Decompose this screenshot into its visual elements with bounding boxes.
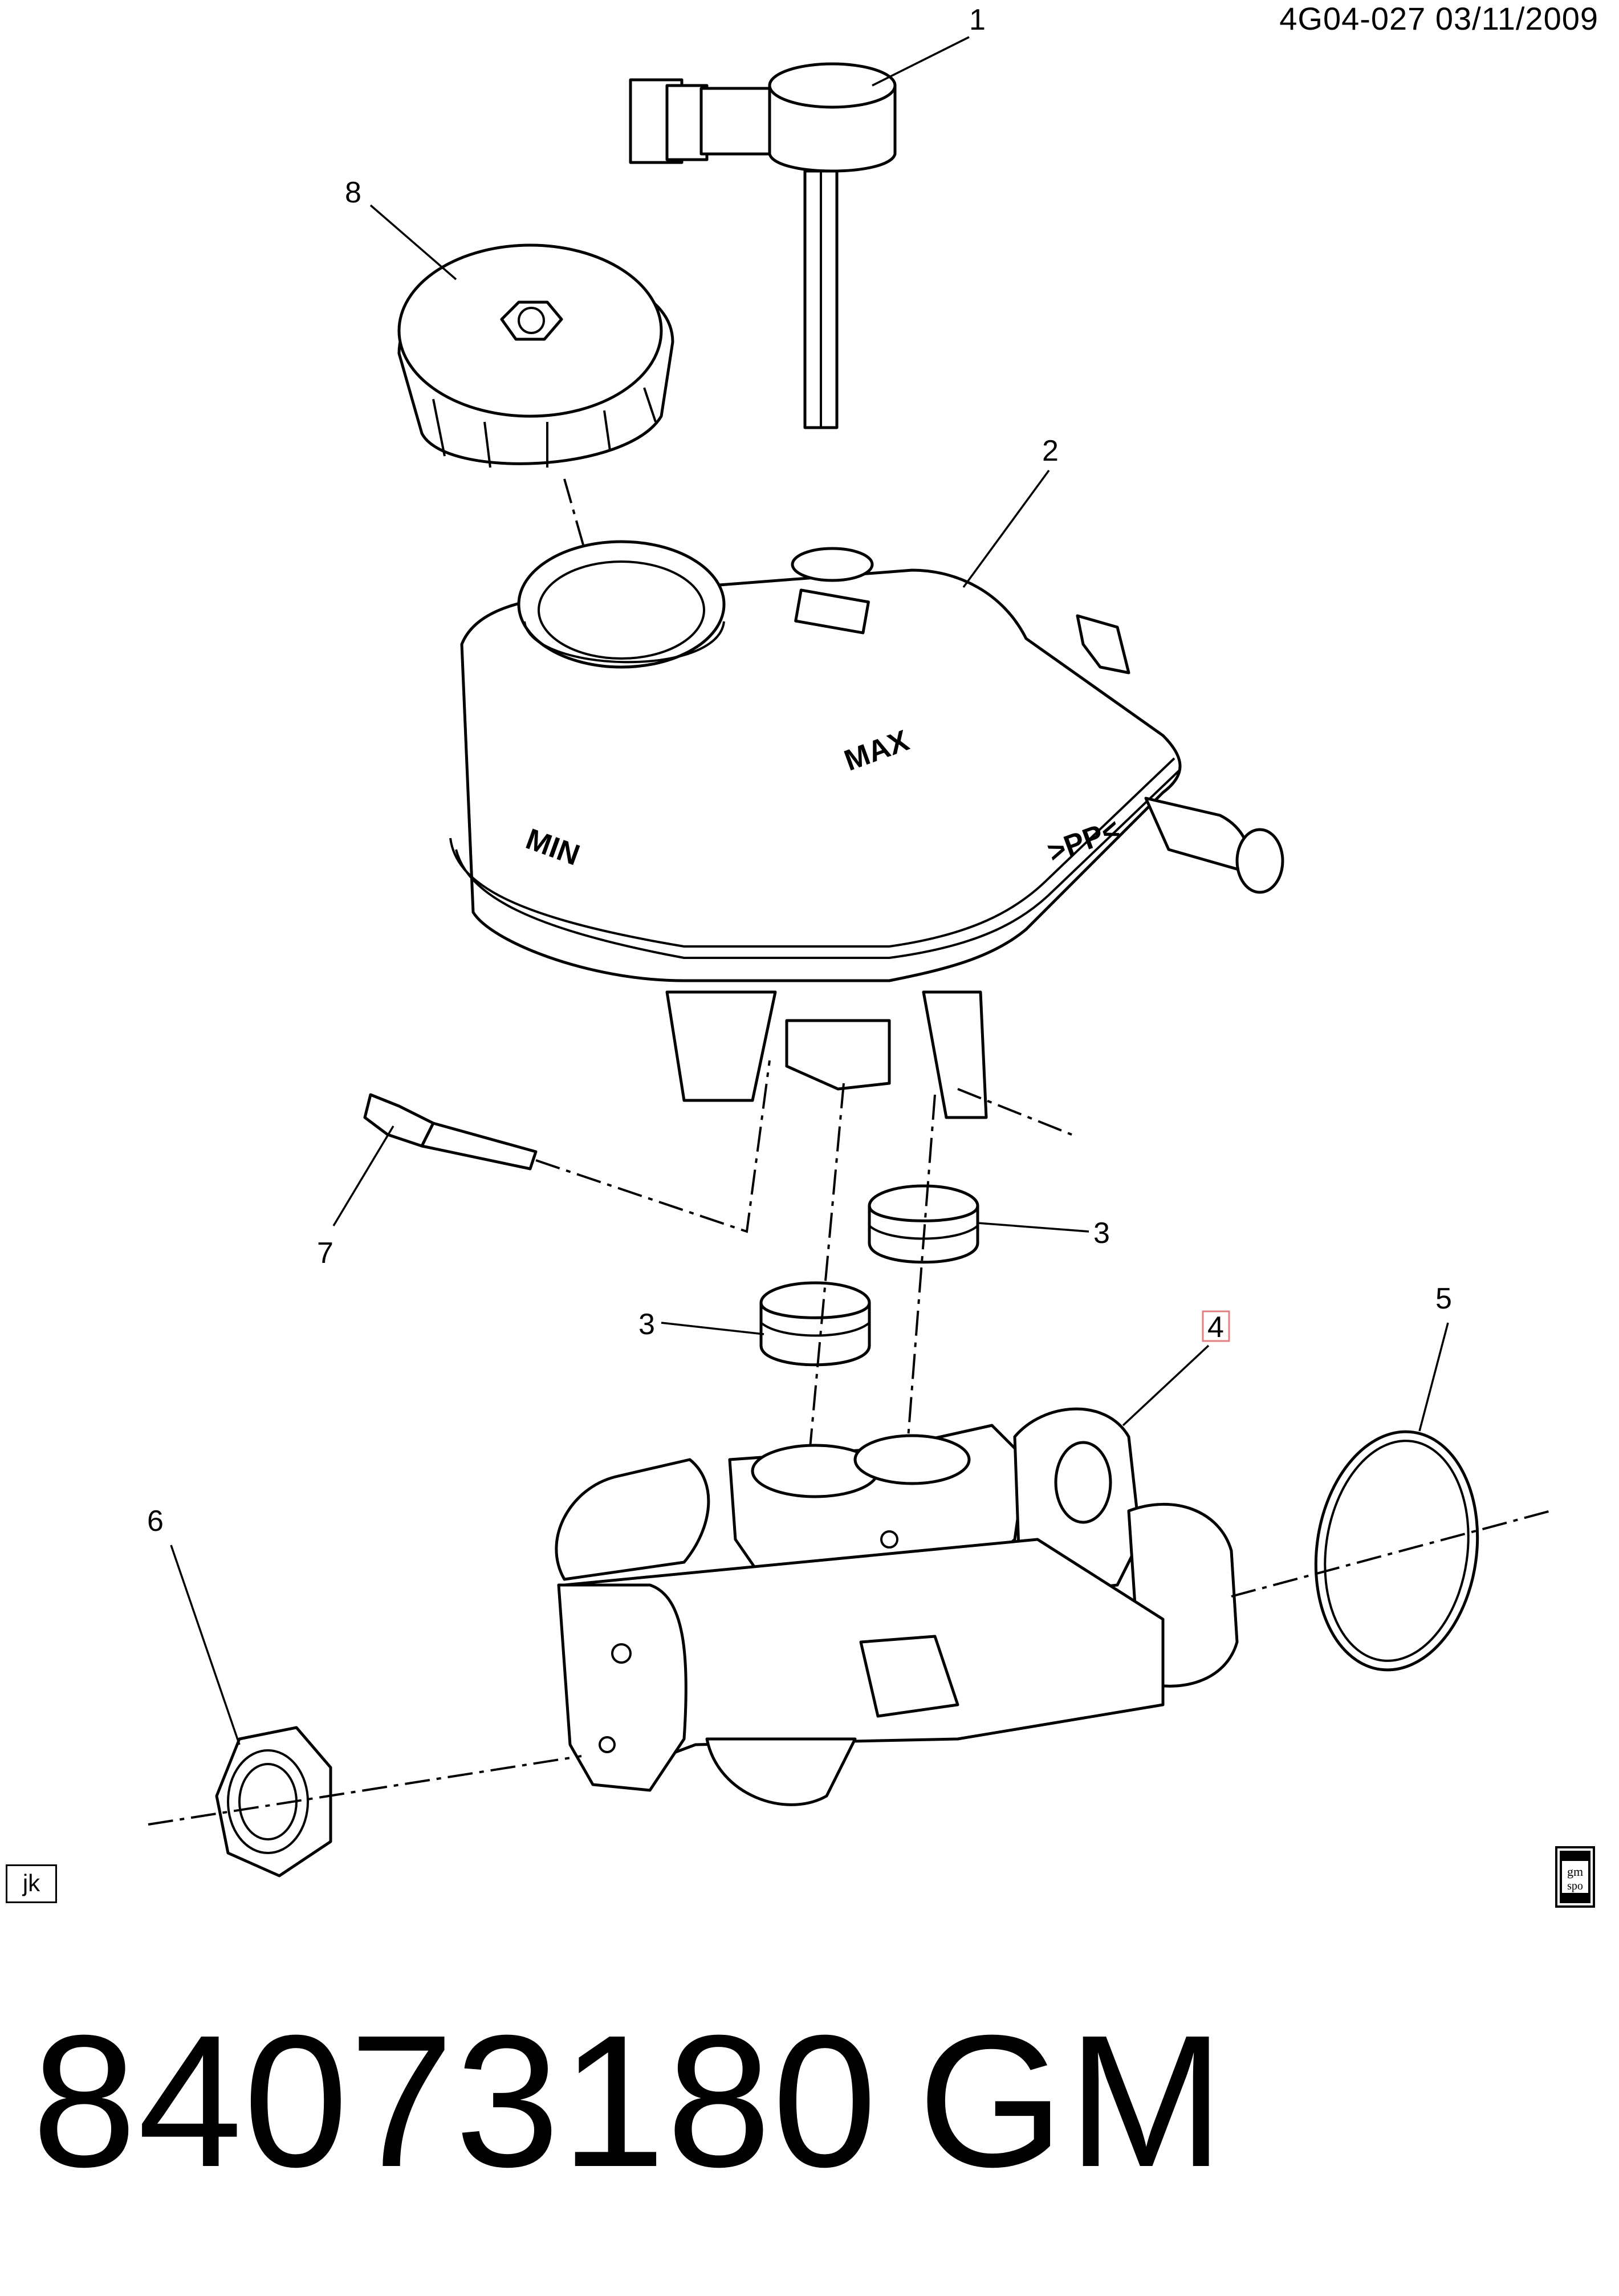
pin-axis [535, 1060, 771, 1233]
leader-8 [369, 204, 457, 281]
leader-2 [962, 469, 1050, 588]
reservoir-grommet-upper [868, 1184, 979, 1264]
leader-5 [1418, 1322, 1449, 1432]
callout-1: 1 [969, 3, 986, 36]
leader-3a [977, 1222, 1089, 1233]
reservoir-cap [397, 243, 674, 468]
brake-fluid-reservoir [449, 540, 1284, 1119]
callout-7: 7 [317, 1237, 333, 1270]
brake-master-cylinder [555, 1407, 1239, 1806]
svg-text:spo: spo [1567, 1880, 1583, 1892]
svg-text:gm: gm [1567, 1864, 1583, 1879]
callout-4: 4 [1207, 1311, 1224, 1344]
leader-3b [661, 1322, 764, 1335]
illustrator-initials: jk [6, 1864, 57, 1903]
nut-axis [148, 1755, 582, 1826]
diagram-reference: 4G04-027 03/11/2009 [1279, 1, 1598, 36]
cylinder-axis [1231, 1510, 1551, 1598]
fluid-level-sensor [629, 62, 897, 429]
callout-6: 6 [147, 1505, 164, 1538]
callout-2: 2 [1042, 434, 1059, 468]
brand-name: GM [918, 1996, 1228, 2206]
part-number: 84073180 [32, 1996, 878, 2206]
o-ring-seal [1314, 1430, 1479, 1672]
hex-nut [215, 1726, 332, 1878]
callout-5: 5 [1435, 1282, 1452, 1315]
grommet-axis-2 [905, 1094, 936, 1460]
leader-4 [1122, 1344, 1210, 1427]
callout-4-highlight [1202, 1310, 1230, 1342]
callout-3-upper: 3 [1093, 1217, 1110, 1250]
grommet-axis-1 [808, 1083, 845, 1454]
leader-7 [332, 1125, 394, 1226]
callout-3-lower: 3 [638, 1308, 655, 1341]
outlet-axis [957, 1088, 1072, 1136]
retaining-pin [363, 1093, 538, 1171]
reservoir-grommet-lower [759, 1281, 871, 1367]
leader-1 [872, 36, 970, 87]
leader-6 [170, 1545, 241, 1745]
gmspo-logo-icon: gm spo [1555, 1846, 1595, 1908]
callout-8: 8 [345, 176, 361, 209]
